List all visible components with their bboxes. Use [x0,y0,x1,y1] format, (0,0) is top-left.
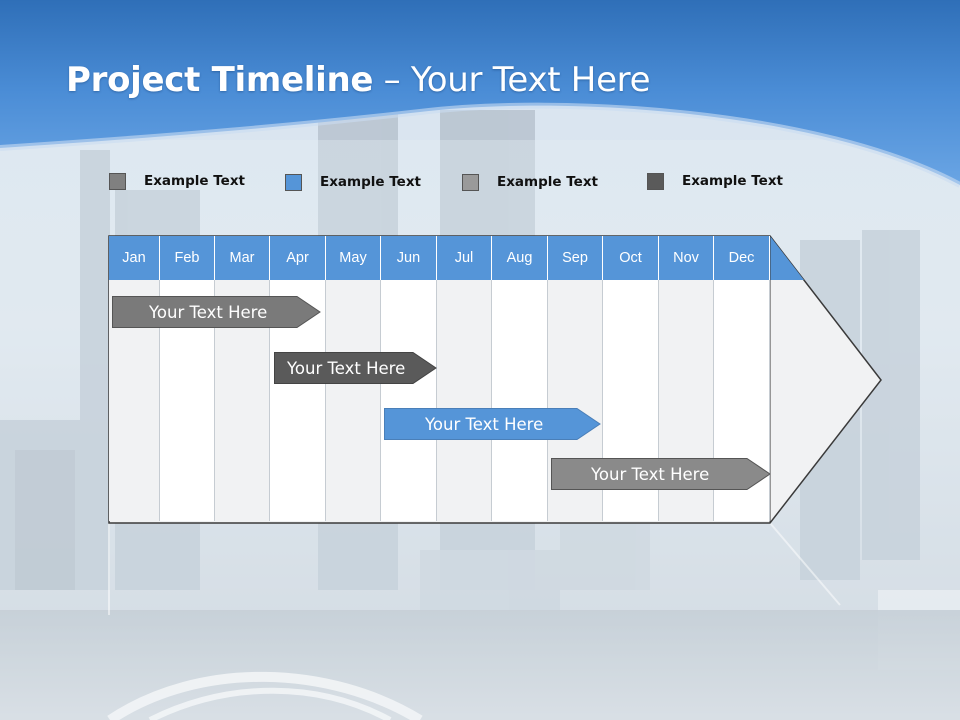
legend-item-1: Example Text [109,170,245,192]
task-arrow-4-shape [551,458,771,490]
month-column [381,280,437,521]
task-arrow-4-label: Your Text Here [591,464,710,484]
month-header-jul: Jul [437,236,492,280]
task-arrow-2[interactable]: Your Text Here [274,352,437,384]
month-header-feb: Feb [160,236,215,280]
task-arrow-1[interactable]: Your Text Here [112,296,321,328]
month-header-oct: Oct [603,236,659,280]
month-header-jun: Jun [381,236,437,280]
legend-item-2: Example Text [285,171,421,193]
month-header-sep: Sep [548,236,603,280]
legend-item-4: Example Text [647,170,783,192]
legend-label-3: Example Text [497,174,598,190]
legend-label-2: Example Text [320,174,421,190]
task-arrow-2-shape [274,352,437,384]
legend-item-3: Example Text [462,171,598,193]
task-arrow-3[interactable]: Your Text Here [384,408,601,440]
month-header-nov: Nov [659,236,714,280]
title-rest: – Your Text Here [373,60,651,100]
month-column [326,280,381,521]
task-arrow-1-shape [112,296,321,328]
month-header-jan: Jan [109,236,160,280]
task-arrow-3-label: Your Text Here [425,414,544,434]
month-header-may: May [326,236,381,280]
task-arrow-4[interactable]: Your Text Here [551,458,771,490]
month-header-dec: Dec [714,236,770,280]
month-header-apr: Apr [270,236,326,280]
legend-label-4: Example Text [682,173,783,189]
title-bold: Project Timeline [66,60,374,100]
task-arrow-3-shape [384,408,601,440]
legend-swatch-3 [462,173,479,191]
month-column [437,280,492,521]
task-arrow-2-label: Your Text Here [287,358,406,378]
page-title: Project Timeline – Your Text Here [66,60,651,100]
task-arrow-1-label: Your Text Here [149,302,268,322]
legend-label-1: Example Text [144,173,245,189]
legend-swatch-2 [285,173,302,191]
legend-swatch-4 [647,172,664,190]
legend-swatch-1 [109,172,126,190]
month-header-mar: Mar [215,236,270,280]
month-header-aug: Aug [492,236,548,280]
month-column [492,280,548,521]
